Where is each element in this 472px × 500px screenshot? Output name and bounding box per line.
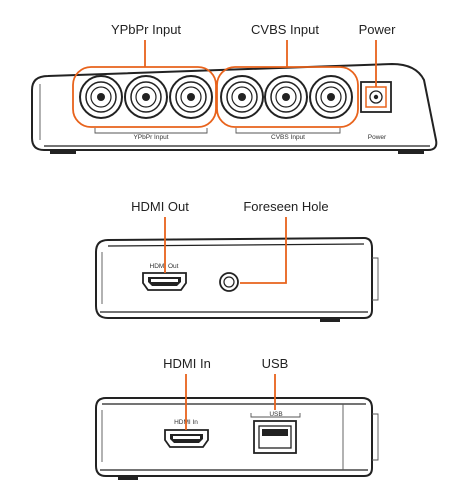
callout-hdmi-in: HDMI In <box>163 356 211 371</box>
printed-label-usb: USB <box>269 411 282 418</box>
power-jack <box>360 81 392 113</box>
ypbpr-rca-jacks <box>79 75 213 119</box>
callout-cvbs-input: CVBS Input <box>251 22 319 37</box>
right-side-view: HDMI In USB HDMI In USB <box>95 356 379 480</box>
foreseen-hole <box>219 272 239 292</box>
printed-label-power: Power <box>368 134 387 141</box>
rca-jack <box>124 75 168 119</box>
usb-port <box>253 420 297 454</box>
cvbs-rca-jacks <box>220 75 353 119</box>
hdmi-in-port <box>164 429 209 448</box>
back-foot-left <box>50 150 76 154</box>
callout-power: Power <box>359 22 397 37</box>
hole-callout-line <box>240 217 287 284</box>
rca-jack <box>309 75 353 119</box>
hdmi-out-port <box>142 272 187 291</box>
right-foot <box>118 476 138 480</box>
rca-jack <box>220 75 264 119</box>
printed-label-hdmi-out: HDMI Out <box>150 263 179 270</box>
printed-label-ypbpr: YPbPr Input <box>133 134 168 141</box>
back-panel-view: YPbPr Input CVBS Input Power YPbPr Input… <box>31 22 438 154</box>
rca-jack <box>264 75 308 119</box>
rca-jack <box>169 75 213 119</box>
callout-foreseen-hole: Foreseen Hole <box>243 199 328 214</box>
left-foot <box>320 318 340 322</box>
callout-usb: USB <box>262 356 289 371</box>
callout-hdmi-out: HDMI Out <box>131 199 189 214</box>
back-foot-right <box>398 150 424 154</box>
callout-ypbpr-input: YPbPr Input <box>111 22 181 37</box>
right-device-body <box>95 397 373 477</box>
left-side-view: HDMI Out HDMI Out Foreseen Hole <box>95 199 379 322</box>
printed-label-cvbs: CVBS Input <box>271 134 305 141</box>
rca-jack <box>79 75 123 119</box>
